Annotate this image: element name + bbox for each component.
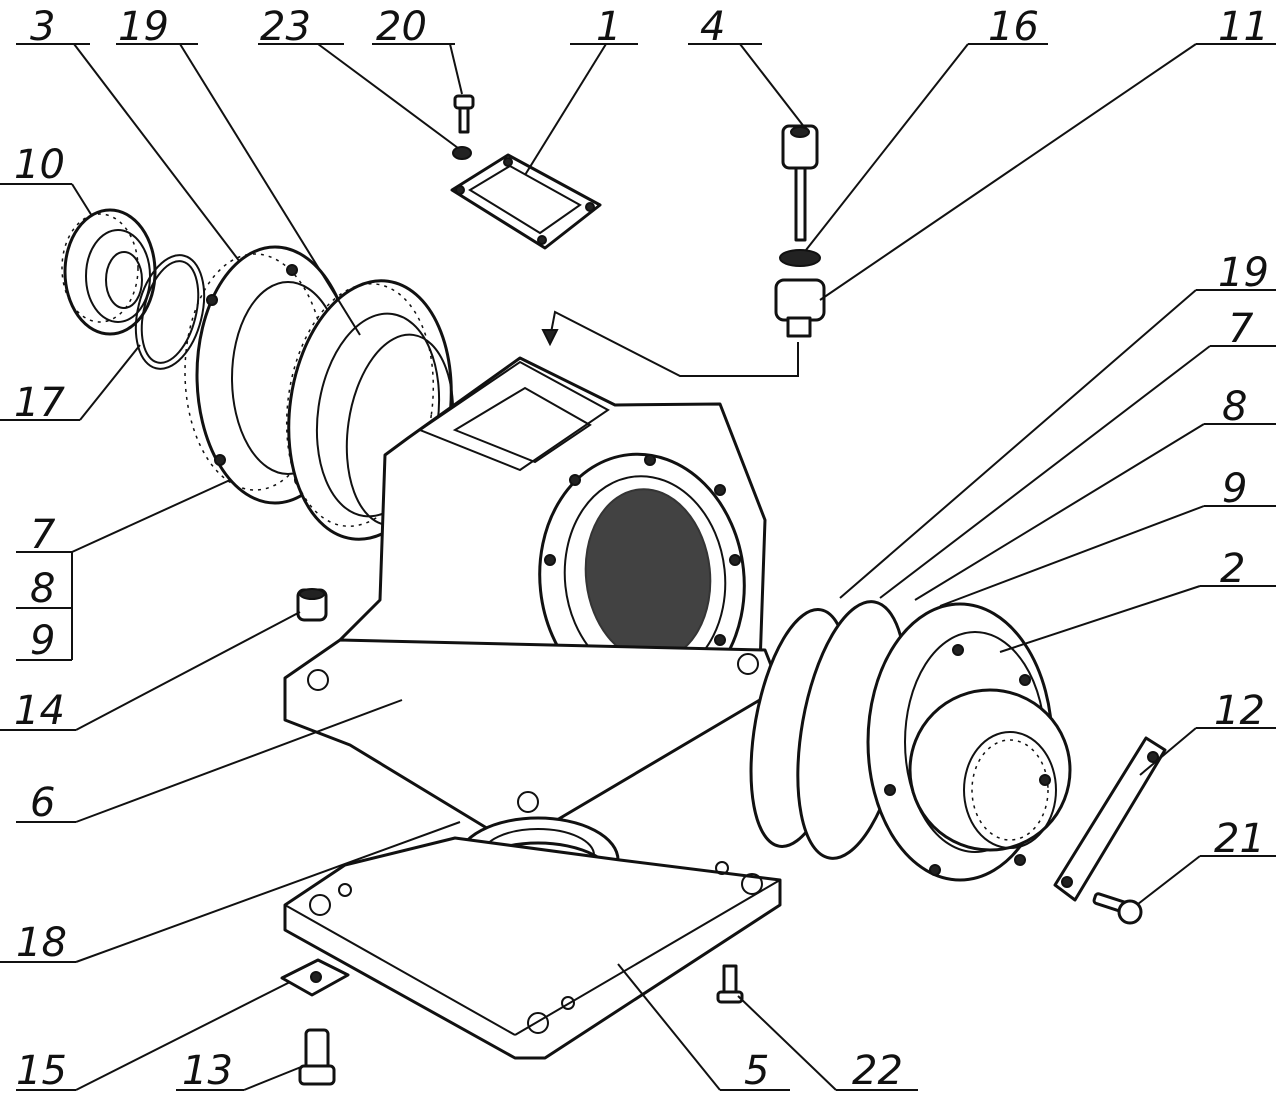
callout-10: 10 [14,142,65,188]
callout-9: 9 [1222,466,1247,512]
callout-23: 23 [260,4,311,50]
part-10-bearing [61,208,157,336]
callout-6: 6 [30,780,55,826]
part-14-plug [296,588,328,622]
callout-12: 12 [1214,688,1265,734]
callout-labels: 3 19 23 20 1 4 16 11 10 19 7 8 17 9 7 8 … [14,4,1269,1094]
part-11-fitting [774,278,826,338]
callout-8: 8 [1222,384,1247,430]
callout-16: 16 [988,4,1039,50]
callout-1: 1 [596,4,621,50]
callout-13: 13 [182,1048,233,1094]
callout-14: 14 [14,688,65,734]
callout-9: 9 [30,618,55,664]
leader-lines [0,43,1276,1091]
part-16-washer [779,249,821,267]
part-17-o-ring [134,254,206,370]
part-12-lock-plate [1053,736,1167,902]
part-22-screw [716,964,744,1004]
callout-19: 19 [118,4,169,50]
callout-20: 20 [376,4,427,50]
callout-2: 2 [1220,546,1245,592]
part-4-breather [781,124,819,242]
callout-18: 18 [16,920,67,966]
callout-22: 22 [852,1048,903,1094]
callout-8: 8 [30,566,55,612]
callout-7: 7 [30,512,56,558]
callout-21: 21 [1214,816,1265,862]
assembly-arrow [549,310,799,377]
part-5-base-plate [283,836,782,1060]
callout-3: 3 [30,4,55,50]
callout-19: 19 [1218,250,1269,296]
part-1-cover-plate [450,153,602,250]
callout-17: 17 [14,380,65,426]
part-13-bolt [298,1028,336,1086]
callout-7: 7 [1228,306,1254,352]
part-21-screw [1092,892,1143,925]
part-6-housing [283,356,782,832]
callout-4: 4 [700,4,725,50]
callout-5: 5 [744,1048,769,1094]
part-20-screw [453,94,475,134]
assembly-arrow-head [541,329,559,347]
part-2-bearing-cover-right [749,600,1072,882]
part-23-washer [452,146,472,160]
callout-15: 15 [16,1048,67,1094]
part-15-bracket [280,958,350,997]
callout-11: 11 [1218,4,1269,50]
